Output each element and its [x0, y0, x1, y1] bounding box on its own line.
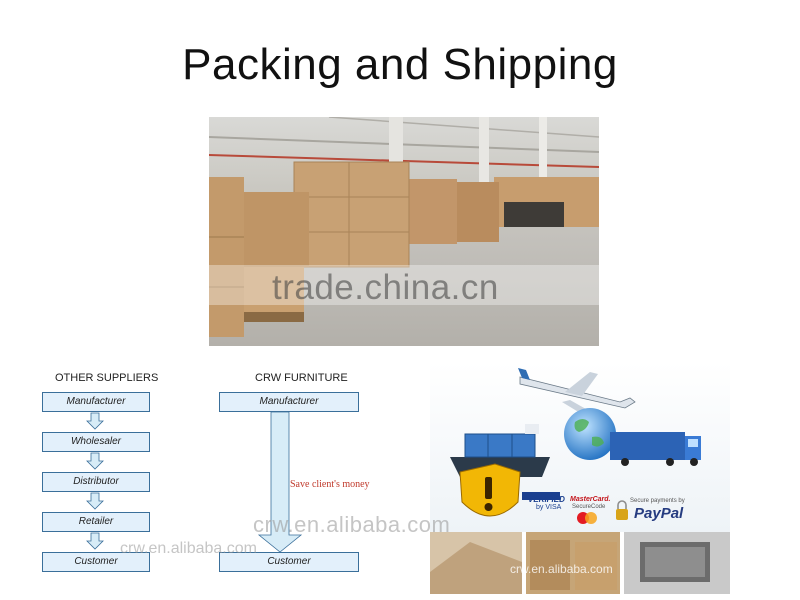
globe-icon [564, 408, 616, 460]
flow-arrow-2 [86, 452, 104, 470]
other-suppliers-title: OTHER SUPPLIERS [55, 372, 159, 384]
crw-step-manufacturer: Manufacturer [219, 392, 359, 412]
security-shield-icon [459, 463, 521, 517]
crw-furniture-title: CRW FURNITURE [255, 372, 348, 384]
verified-text: VERIFIED [528, 495, 565, 504]
packing-photos-strip [430, 532, 730, 594]
crw-big-arrow [257, 411, 303, 553]
crw-step-customer: Customer [219, 552, 359, 572]
flow-step-wholesaler: Wholesaler [42, 432, 150, 452]
warehouse-photo [209, 117, 599, 346]
flow-arrow-4 [86, 532, 104, 550]
flow-arrow-3 [86, 492, 104, 510]
verified-by-visa-logo [522, 492, 560, 500]
airplane-icon [518, 368, 636, 419]
page-title: Packing and Shipping [182, 40, 618, 89]
flow-step-manufacturer: Manufacturer [42, 392, 150, 412]
flow-step-distributor: Distributor [42, 472, 150, 492]
securecode-text: SecureCode [572, 504, 606, 510]
trade-watermark: trade.china.cn [272, 268, 499, 307]
by-visa-text: by VISA [536, 504, 562, 511]
watermark-band [209, 265, 599, 305]
crw-watermark-large: crw.en.alibaba.com [253, 512, 451, 537]
truck-icon [610, 432, 701, 466]
mastercard-text: MasterCard. [570, 496, 611, 503]
flow-step-retailer: Retailer [42, 512, 150, 532]
save-money-note: Save client's money [290, 479, 370, 490]
crw-watermark-left: crw.en.alibaba.com [120, 540, 257, 557]
shipping-collage: VERIFIED by VISA MasterCard. SecureCode … [430, 362, 730, 532]
padlock-icon [616, 500, 628, 520]
paypal-caption: Secure payments by [630, 498, 685, 504]
flow-arrow-1 [86, 412, 104, 430]
flow-step-customer: Customer [42, 552, 150, 572]
crw-watermark-right: crw.en.alibaba.com [510, 562, 613, 576]
paypal-logo: PayPal [634, 505, 684, 522]
